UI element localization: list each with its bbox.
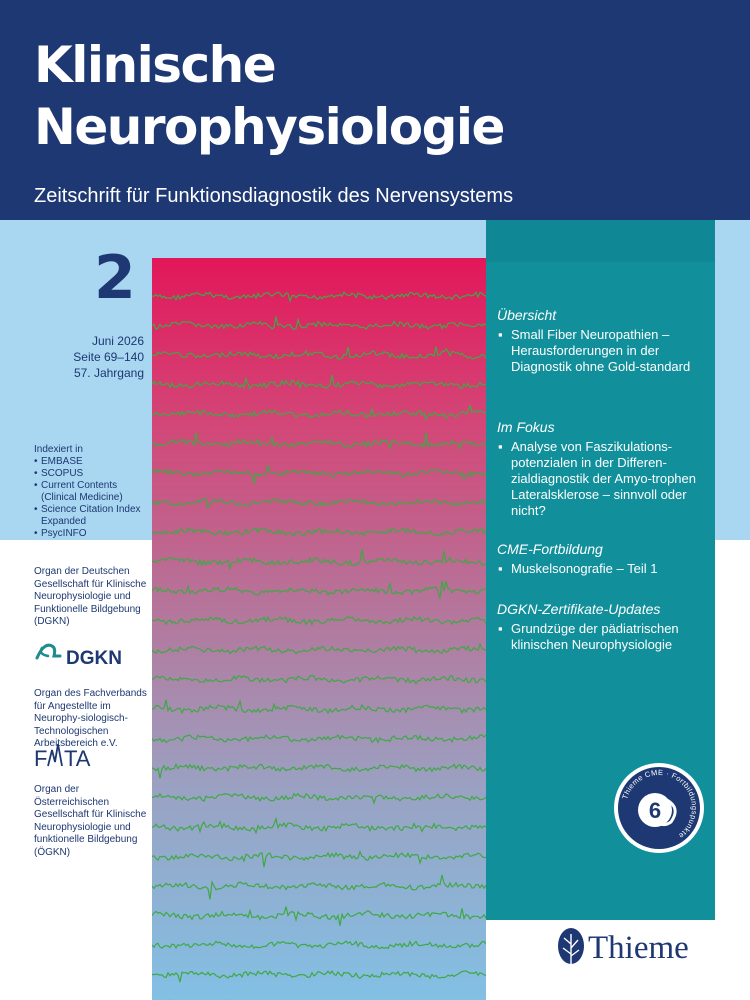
section-uebersicht: Übersicht Small Fiber Neuropathien – Her… bbox=[497, 306, 709, 375]
publisher-name: Thieme bbox=[588, 930, 689, 966]
eeg-trace bbox=[152, 580, 486, 599]
organ-dgkn-text: Organ der Deutschen Gesellschaft für Kli… bbox=[34, 566, 147, 627]
section-item: Small Fiber Neuropathien – Herausforderu… bbox=[497, 327, 709, 375]
dgkn-logo-icon: DGKN bbox=[35, 643, 122, 669]
section-dgkn-zertifikate: DGKN-Zertifikate-Updates Grundzüge der p… bbox=[497, 600, 709, 653]
eeg-trace bbox=[152, 674, 486, 685]
eeg-trace bbox=[152, 432, 486, 451]
eeg-trace bbox=[152, 291, 486, 303]
thieme-tree-icon bbox=[558, 928, 584, 964]
cme-badge-points: 6 bbox=[649, 798, 661, 823]
indexing-item: PsycINFO bbox=[34, 528, 154, 540]
eeg-trace bbox=[152, 816, 486, 835]
journal-title: Klinische Neurophysiologie bbox=[34, 34, 505, 158]
eeg-trace bbox=[152, 549, 486, 571]
journal-title-line-2: Neurophysiologie bbox=[34, 98, 505, 156]
cme-badge-icon: Thieme CME · Fortbildungspunkte 6 bbox=[614, 763, 704, 853]
right-edge-band bbox=[715, 220, 750, 540]
section-item: Grundzüge der pädiatrischen klinischen N… bbox=[497, 621, 709, 653]
eeg-trace bbox=[152, 403, 486, 421]
indexing-item: SCOPUS bbox=[34, 468, 154, 480]
eeg-trace bbox=[152, 316, 486, 331]
indexing-block: Indexiert in EMBASE SCOPUS Current Conte… bbox=[34, 444, 154, 540]
eeg-trace bbox=[152, 346, 486, 360]
organ-fachverband-text: Organ des Fachverbands für Angestellte i… bbox=[34, 688, 147, 749]
eeg-trace bbox=[152, 940, 486, 950]
eeg-image bbox=[152, 258, 486, 1000]
cover-header: Klinische Neurophysiologie Zeitschrift f… bbox=[0, 0, 750, 220]
eeg-trace bbox=[152, 374, 486, 390]
issue-number: 2 bbox=[94, 243, 136, 313]
eeg-trace bbox=[152, 762, 486, 779]
eeg-trace bbox=[152, 698, 486, 715]
eeg-trace bbox=[152, 906, 486, 926]
indexing-heading: Indexiert in bbox=[34, 444, 83, 455]
section-heading: CME-Fortbildung bbox=[497, 541, 603, 557]
eeg-trace bbox=[152, 498, 486, 510]
eeg-traces bbox=[152, 291, 486, 1000]
indexing-item: Current Contents (Clinical Medicine) bbox=[34, 480, 154, 504]
indexing-item: EMBASE bbox=[34, 456, 154, 468]
eeg-trace bbox=[152, 463, 486, 484]
indexing-item: Science Citation Index Expanded bbox=[34, 504, 154, 528]
organ-oegkn-text: Organ der Österreichischen Gesellschaft … bbox=[34, 784, 147, 858]
issue-info: Juni 2026 Seite 69–140 57. Jahrgang bbox=[70, 333, 144, 381]
journal-title-line-1: Klinische bbox=[34, 36, 277, 94]
eeg-trace bbox=[152, 850, 486, 868]
eeg-trace bbox=[152, 733, 486, 744]
eeg-trace bbox=[152, 970, 486, 983]
eeg-trace bbox=[152, 642, 486, 655]
fta-logo-right: TA bbox=[64, 746, 91, 771]
contents-panel-top-strip bbox=[486, 220, 715, 262]
section-im-fokus: Im Fokus Analyse von Faszikulations-pote… bbox=[497, 418, 709, 519]
section-item: Analyse von Faszikulations-potenzialen i… bbox=[497, 439, 709, 519]
fta-logo-icon: F TA bbox=[34, 743, 91, 771]
eeg-trace bbox=[152, 792, 486, 805]
section-heading: Im Fokus bbox=[497, 419, 555, 435]
eeg-trace bbox=[152, 615, 486, 626]
issue-date: Juni 2026 bbox=[91, 334, 144, 348]
eeg-trace bbox=[152, 874, 486, 900]
section-cme-fortbildung: CME-Fortbildung Muskelsonografie – Teil … bbox=[497, 540, 709, 577]
section-item: Muskelsonografie – Teil 1 bbox=[497, 561, 709, 577]
section-heading: Übersicht bbox=[497, 307, 557, 323]
issue-volume: 57. Jahrgang bbox=[73, 366, 144, 380]
dgkn-logo-text: DGKN bbox=[66, 648, 122, 669]
journal-subtitle: Zeitschrift für Funktionsdiagnostik des … bbox=[34, 185, 514, 207]
eeg-trace bbox=[152, 527, 486, 537]
fta-logo-left: F bbox=[34, 746, 47, 771]
issue-pages: Seite 69–140 bbox=[73, 350, 144, 364]
section-heading: DGKN-Zertifikate-Updates bbox=[497, 601, 661, 617]
